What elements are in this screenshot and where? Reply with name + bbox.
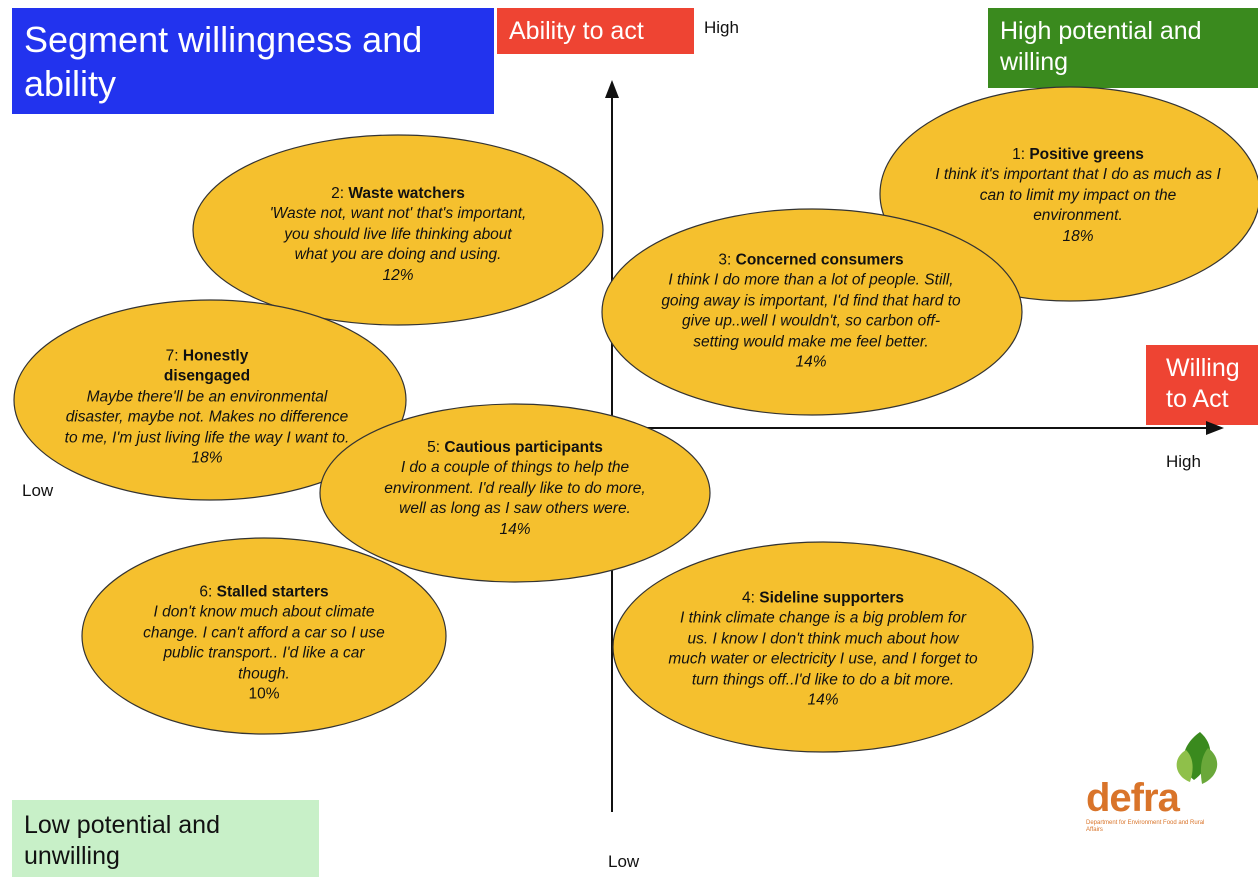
segment-2-title: 2: Waste watchers [331,184,465,202]
segment-3: 3: Concerned consumers I think I do more… [661,251,961,374]
defra-logo: defra Department for Environment Food an… [1082,728,1232,838]
segment-1-quote: I think it's important that I do as much… [935,166,1221,225]
segment-6-quote: I don't know much about climate change. … [143,604,385,683]
segment-4-ellipse [612,541,1034,753]
page-title: Segment willingness and ability [12,8,494,114]
quadrant-label-high: High potential and willing [988,8,1258,88]
segment-4: 4: Sideline supporters I think climate c… [668,589,978,712]
x-axis-low-label: Low [22,481,54,500]
segment-7-title: 7: Honestly disengaged [163,347,251,386]
x-axis-title: Willing to Act [1146,345,1258,425]
segment-5: 5: Cautious participants I do a couple o… [383,438,648,540]
segment-6-title: 6: Stalled starters [199,583,329,601]
segment-6: 6: Stalled starters I don't know much ab… [142,583,387,706]
segment-5-quote: I do a couple of things to help the envi… [384,459,646,518]
segment-2-percent: 12% [382,266,414,284]
segment-1-title: 1: Positive greens [1012,145,1144,163]
segment-4-quote: I think climate change is a big problem … [668,610,978,689]
y-axis-high-label: High [704,18,739,37]
segment-3-quote: I think I do more than a lot of people. … [661,272,961,351]
x-axis-high-label: High [1166,452,1201,471]
segment-5-title: 5: Cautious participants [427,438,603,456]
defra-subtitle: Department for Environment Food and Rura… [1086,820,1205,834]
segment-3-ellipse [601,208,1023,416]
defra-leaf-icon [1176,732,1218,784]
y-axis-arrow-icon [605,80,619,98]
segment-3-percent: 14% [795,353,827,371]
segment-2-quote: 'Waste not, want not' that's important, … [269,205,527,264]
segment-4-title: 4: Sideline supporters [742,589,904,607]
segment-3-title: 3: Concerned consumers [718,251,904,269]
defra-wordmark: defra [1086,776,1180,820]
segment-6-percent: 10% [248,685,280,703]
segment-7-ellipse [13,299,407,501]
segment-1: 1: Positive greens I think it's importan… [933,145,1223,247]
segment-7: 7: Honestly disengaged Maybe there'll be… [65,347,350,470]
y-axis-low-label: Low [608,852,640,871]
segment-7-quote: Maybe there'll be an environmental disas… [64,388,350,447]
segment-4-percent: 14% [807,691,839,709]
segment-2-ellipse [192,134,604,326]
segment-5-percent: 14% [499,520,531,538]
quadrant-label-low: Low potential and unwilling [12,800,319,877]
segment-2: 2: Waste watchers 'Waste not, want not' … [268,184,528,286]
y-axis-title: Ability to act [497,8,694,54]
segment-7-percent: 18% [191,449,223,467]
segment-1-percent: 18% [1062,227,1094,245]
x-axis-arrow-icon [1206,421,1224,435]
segment-5-ellipse [319,403,711,583]
segment-6-ellipse [81,537,447,735]
